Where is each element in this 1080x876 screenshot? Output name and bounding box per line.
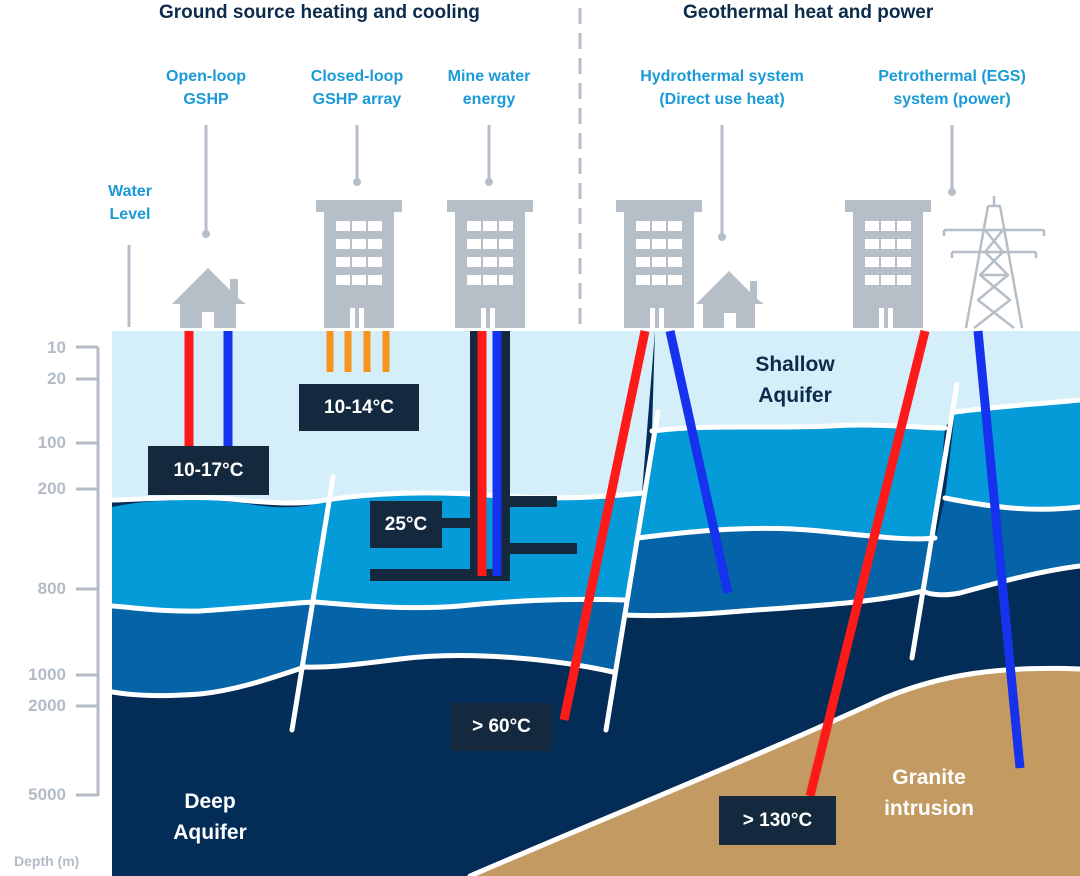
depth-axis [76,345,100,797]
pylon-icon [942,196,1046,329]
label-line: Hydrothermal system [640,68,804,85]
label-line: (Direct use heat) [659,91,785,108]
shallow-aquifer-right [652,331,1080,431]
label-line: Petrothermal (EGS) [878,68,1026,85]
label-hydrothermal: Hydrothermal system (Direct use heat) [622,65,822,111]
label-line: Mine water [447,68,531,85]
header-geothermal: Geothermal heat and power [683,2,934,23]
layer-3-left [112,598,315,696]
label-line: Closed-loop [310,68,404,85]
house-icon [696,271,764,328]
closed-loop-pipes [326,331,390,372]
label-line: GSHP array [312,91,402,108]
label-shallow-aquifer: Shallow Aquifer [730,349,860,411]
temp-petrothermal: > 130°C [719,796,836,845]
depth-tick-label: 200 [37,479,66,498]
mine-shaft [370,331,577,581]
label-line: Shallow [755,353,835,376]
header-ground-source: Ground source heating and cooling [159,2,480,23]
label-line: Level [109,206,151,223]
depth-tick-label: 800 [37,579,66,598]
label-water-level: Water Level [100,180,160,226]
depth-tick-label: 5000 [28,785,66,804]
depth-tick-label: 1000 [28,665,66,684]
label-line: GSHP [183,91,229,108]
temp-open-loop: 10-17°C [148,446,269,495]
label-line: Granite [892,766,966,789]
depth-axis-unit: Depth (m) [14,853,80,869]
label-closed-loop: Closed-loop GSHP array [292,65,422,111]
office-building-icon [616,200,702,328]
office-building-icon [447,200,533,328]
fault-line-2 [603,409,661,733]
leader-dots [202,178,956,241]
hydrothermal-cold-pipe [665,330,733,594]
layer-2-left [112,499,325,612]
temp-mine-water: 25°C [370,501,442,548]
label-petrothermal: Petrothermal (EGS) system (power) [857,65,1047,111]
label-line: Aquifer [173,821,247,844]
layer-3-mid [305,599,625,672]
label-line: Open-loop [166,68,246,85]
label-mine-water: Mine water energy [429,65,549,111]
label-line: Aquifer [758,384,832,407]
house-icon [172,268,246,328]
layer-2-right [638,425,945,539]
depth-tick-label: 10 [47,338,66,357]
label-line: Water [108,183,152,200]
layer-2-far-right [945,400,1080,510]
layer-boundaries [112,381,1080,876]
label-deep-aquifer: Deep Aquifer [150,786,270,848]
label-line: energy [462,91,516,108]
petrothermal-hot-pipe [805,329,930,798]
depth-tick-label: 2000 [28,696,66,715]
temp-hydrothermal: > 60°C [451,703,552,751]
office-building-icon [316,200,402,328]
depth-tick-label: 20 [47,369,66,388]
pipes [184,329,1025,798]
label-open-loop: Open-loop GSHP [141,65,271,111]
fault-line-1 [289,474,336,733]
leader-lines [204,125,954,236]
granite-intrusion [470,668,1080,876]
label-granite-intrusion: Granite intrusion [862,762,996,824]
office-building-icon [845,200,931,328]
depth-tick-label: 100 [37,433,66,452]
petrothermal-cold-pipe [973,330,1025,769]
label-line: Deep [184,790,236,813]
label-line: system (power) [893,91,1011,108]
fault-line-3 [909,381,960,661]
hydrothermal-hot-pipe [559,330,650,721]
temp-closed-loop: 10-14°C [299,384,419,431]
label-line: intrusion [884,797,974,820]
